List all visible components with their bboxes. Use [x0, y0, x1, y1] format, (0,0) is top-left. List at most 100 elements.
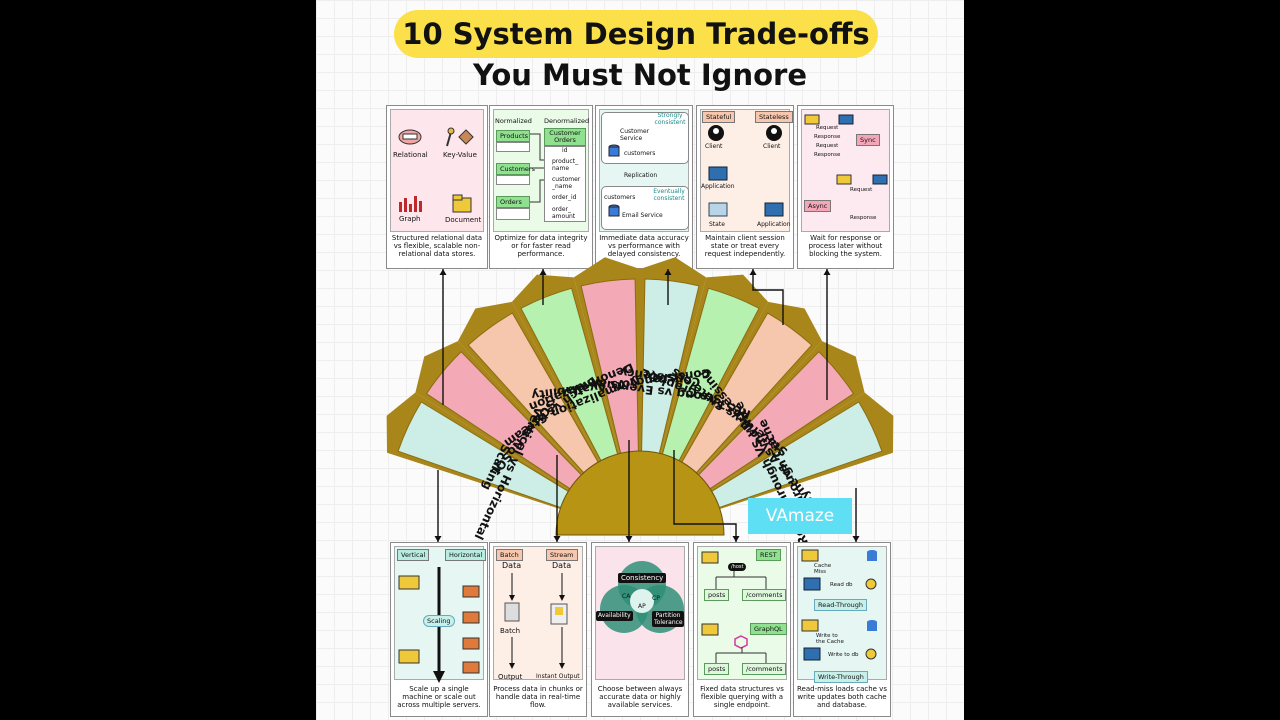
key-icon: [446, 127, 474, 147]
server-large-icon: [398, 649, 420, 664]
label-customers: customers: [624, 150, 656, 157]
state-storage-icon: [708, 202, 728, 217]
tag-stateful: Stateful: [702, 111, 736, 123]
card-vertical-horizontal: Vertical Horizontal Scaling Scale up a s…: [390, 542, 488, 717]
card-normalization: Normalized Denormalized Products Custome…: [489, 105, 593, 269]
label-request: Request: [816, 125, 839, 131]
endpoint-comments: /comments: [742, 589, 787, 601]
field-id: id: [562, 147, 568, 154]
label-keyvalue: Key-Value: [443, 151, 477, 159]
arrow-normalization-head: [539, 269, 547, 275]
cache-coin-icon: [865, 578, 877, 590]
watermark-badge: VAmaze: [748, 498, 852, 534]
field-product-name: product_ name: [552, 158, 579, 172]
label-instant-output: Instant Output: [536, 673, 580, 680]
tag-stream: Stream: [546, 549, 578, 561]
receiver-icon: [838, 114, 854, 125]
label-customer-service: Customer Service: [620, 128, 650, 142]
table-products-rows: [496, 142, 530, 152]
label-host: /host: [728, 563, 747, 571]
label-cache-miss: Cache Miss: [814, 563, 832, 575]
caption-strong-eventual: Immediate data accuracy vs performance w…: [599, 234, 689, 258]
label-output: Output: [498, 673, 523, 681]
label-application: Application: [701, 183, 735, 190]
label-strongly-consistent: Strongly consistent: [654, 112, 686, 126]
label-partition-tolerance: Partition Tolerance: [652, 611, 684, 627]
sender-icon: [804, 114, 820, 125]
table-orders-rows: [496, 208, 530, 220]
caption-consistency-availability: Choose between always accurate data or h…: [597, 685, 683, 709]
application-server-icon-2: [764, 202, 784, 217]
graph-bars-icon: [399, 196, 422, 212]
batch-flow-arrows: [509, 573, 565, 669]
customer-orders-fields: [544, 146, 586, 222]
label-ca: CA: [622, 593, 631, 600]
label-write-db: Write to db: [828, 652, 859, 658]
db-icon-2: [867, 620, 877, 631]
label-availability: Availability: [596, 611, 633, 621]
database-relational-icon: [398, 129, 422, 145]
arrow-sync-async-head: [823, 269, 831, 275]
batch-files-icon: [504, 602, 520, 622]
db-icon: [867, 550, 877, 561]
cache-server-icon-2: [803, 647, 821, 661]
arrow-rest-head: [732, 536, 740, 542]
infographic-canvas: 10 System Design Trade-offs You Must Not…: [316, 0, 964, 720]
endpoint-comments-2: /comments: [742, 663, 787, 675]
label-batch-mid: Batch: [500, 627, 521, 635]
rest-tree-lines: [715, 571, 767, 589]
sender-icon-2: [836, 174, 852, 185]
table-customers: Customers: [496, 163, 535, 175]
tag-batch: Batch: [496, 549, 523, 561]
server-node-icon-4: [462, 661, 480, 674]
tag-graphql: GraphQL: [750, 623, 787, 635]
caption-batch-stream: Process data in chunks or handle data in…: [493, 685, 583, 709]
table-customers-rows: [496, 175, 530, 185]
label-consistency: Consistency: [618, 573, 667, 583]
app-icon-2: [801, 619, 819, 632]
label-graph: Graph: [399, 215, 421, 223]
database-icon: [608, 144, 620, 157]
tag-async: Async: [804, 200, 832, 212]
arrow-vertical-head: [434, 536, 442, 542]
caption-rest-graphql: Fixed data structures vs flexible queryi…: [700, 685, 784, 709]
caption-stateful-stateless: Maintain client session state or treat e…: [704, 234, 786, 258]
card-rest-graphql: REST /host posts /comments GraphQL posts…: [693, 542, 791, 717]
label-document: Document: [445, 216, 482, 224]
label-state: State: [709, 221, 725, 228]
graphql-icon: [734, 635, 748, 649]
client-avatar-icon-2: [766, 125, 782, 141]
card-stateful-stateless: Stateful Stateless Client Client Applica…: [696, 105, 794, 269]
client-icon-2: [701, 623, 719, 636]
card-sync-async: Request Response Request Response Sync A…: [797, 105, 894, 269]
label-relational: Relational: [393, 151, 428, 159]
label-request-3: Request: [850, 187, 873, 193]
label-replication: Replication: [624, 172, 658, 179]
caption-normalization: Optimize for data integrity or for faste…: [494, 234, 588, 258]
tag-stateless: Stateless: [755, 111, 793, 123]
arrow-cache-head: [852, 536, 860, 542]
app-icon: [801, 549, 819, 562]
client-avatar-icon: [708, 125, 724, 141]
server-node-icon-1: [462, 585, 480, 598]
label-client-2: Client: [763, 143, 781, 150]
document-folder-icon: [452, 194, 472, 213]
caption-sync-async: Wait for response or process later witho…: [808, 234, 883, 258]
graphql-tree-lines: [715, 647, 767, 663]
normalization-connectors: [530, 133, 544, 203]
arrow-stateful-head: [749, 269, 757, 275]
label-write-cache: Write to the Cache: [816, 633, 844, 645]
label-normalized: Normalized: [495, 117, 532, 125]
label-customers-2: customers: [604, 194, 636, 201]
label-data: Data: [502, 561, 522, 570]
caption-read-write-through: Read-miss loads cache vs write updates b…: [797, 685, 887, 709]
label-eventually-consistent: Eventually consistent: [653, 188, 685, 202]
tag-rest: REST: [756, 549, 781, 561]
database-icon-2: [608, 204, 620, 217]
arrow-consistency-head: [625, 536, 633, 542]
endpoint-posts: posts: [704, 589, 730, 601]
fan-hub: [555, 450, 725, 536]
table-orders: Orders: [496, 196, 530, 208]
arrow-batch-head: [553, 536, 561, 542]
label-client: Client: [705, 143, 723, 150]
